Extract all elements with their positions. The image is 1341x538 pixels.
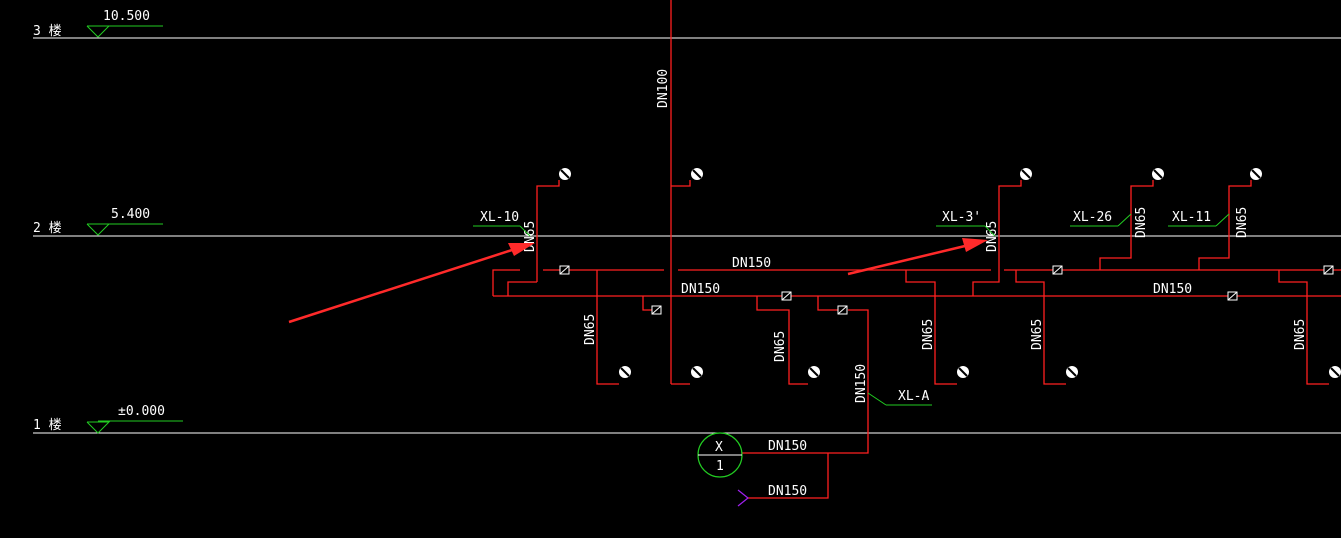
hydrant-head-icon <box>559 168 571 180</box>
hydrant-head-icon <box>1250 168 1262 180</box>
elevation-mark-3: 10.500 <box>86 9 163 38</box>
hydrant-head-icon <box>1329 366 1341 378</box>
annotation-arrow-2 <box>847 244 966 276</box>
floor-lines <box>33 37 1341 434</box>
hydrant-head-icon <box>1152 168 1164 180</box>
annotation-arrows <box>288 238 988 324</box>
valve-4 <box>837 305 848 315</box>
hydrant-head-icon <box>691 366 703 378</box>
elevation-mark-1: ±0.000 <box>86 404 183 434</box>
arrow-head-icon <box>962 238 988 252</box>
xla-tag: XL-A <box>898 389 929 404</box>
elevation-1-text: ±0.000 <box>118 404 165 419</box>
elevation-mark-2: 5.400 <box>86 207 163 236</box>
lower-main-right-label: DN150 <box>1153 282 1192 297</box>
xl11-pipe-label: DN65 <box>1235 207 1250 238</box>
elevation-2-text: 5.400 <box>111 207 150 222</box>
drop-1-label: DN65 <box>583 314 598 345</box>
xl26-pipe-label: DN65 <box>1134 207 1149 238</box>
valve-2 <box>651 305 662 315</box>
xl3-pipe-label: DN65 <box>985 221 1000 252</box>
valve-6 <box>1227 291 1238 301</box>
inlet-lower-label: DN150 <box>768 484 807 499</box>
drop-5 <box>1278 270 1329 385</box>
pipe-size-labels: DN150 DN150 DN150 DN150 DN150 DN100 DN65… <box>523 69 1308 499</box>
drop-2-label: DN65 <box>773 331 788 362</box>
valve-1 <box>559 265 570 275</box>
hydrant-head-icon <box>808 366 820 378</box>
xla-riser <box>828 309 869 454</box>
floor-labels: 3 楼 2 楼 1 楼 10.500 5.400 ±0.000 <box>33 9 183 434</box>
xl11-riser <box>1198 180 1252 270</box>
inlet-upper-label: DN150 <box>768 439 807 454</box>
xl10-tag: XL-10 <box>480 210 519 225</box>
xl3-riser <box>972 180 1022 296</box>
xl11-tag: XL-11 <box>1172 210 1211 225</box>
drop-2 <box>756 296 808 385</box>
valve-7 <box>1323 265 1334 275</box>
inlet-symbol-bottom: 1 <box>716 459 724 474</box>
floor-1-label: 1 楼 <box>33 418 62 433</box>
riser-tags: XL-10 XL-3' XL-26 XL-11 XL-A <box>473 210 1230 406</box>
valve-3 <box>781 291 792 301</box>
xl26-tag: XL-26 <box>1073 210 1112 225</box>
floor-2-label: 2 楼 <box>33 221 62 236</box>
xl10-riser <box>536 180 560 282</box>
main-riser-upper-branch <box>671 180 691 187</box>
hydrant-head-icon <box>691 168 703 180</box>
lower-main-left-label: DN150 <box>681 282 720 297</box>
drop-3-label: DN65 <box>921 319 936 350</box>
elevation-3-text: 10.500 <box>103 9 150 24</box>
drop-5-label: DN65 <box>1293 319 1308 350</box>
drop-1-valve-branch <box>642 296 652 311</box>
hydrant-head-icon <box>1066 366 1078 378</box>
inlet-symbol: X 1 <box>697 432 743 478</box>
floor-3-label: 3 楼 <box>33 24 62 39</box>
hydrant-head-icon <box>957 366 969 378</box>
hydrant-head-icon <box>619 366 631 378</box>
annotation-arrow-1 <box>288 248 513 324</box>
drop-4 <box>1015 270 1066 385</box>
hydrant-head-icon <box>1020 168 1032 180</box>
valve-5 <box>1052 265 1063 275</box>
pipe-network <box>492 0 1341 499</box>
valves <box>559 265 1334 315</box>
hydrant-heads <box>559 168 1341 378</box>
drop-1 <box>596 270 619 385</box>
arrow-head-icon <box>508 243 535 256</box>
xla-valve-branch <box>817 296 838 311</box>
inlet-symbol-top: X <box>715 440 723 455</box>
xla-pipe-label: DN150 <box>854 364 869 403</box>
drop-4-label: DN65 <box>1030 319 1045 350</box>
main-riser-label: DN100 <box>656 69 671 108</box>
drop-3 <box>905 270 957 385</box>
inlet-connector-icon <box>737 489 749 507</box>
left-loop <box>492 269 520 296</box>
upper-main-label: DN150 <box>732 256 771 271</box>
xl3-tag: XL-3' <box>942 210 981 225</box>
xl26-riser <box>1099 180 1154 270</box>
left-loop-inner <box>507 281 537 296</box>
inlet-lower-pipe <box>748 453 829 499</box>
